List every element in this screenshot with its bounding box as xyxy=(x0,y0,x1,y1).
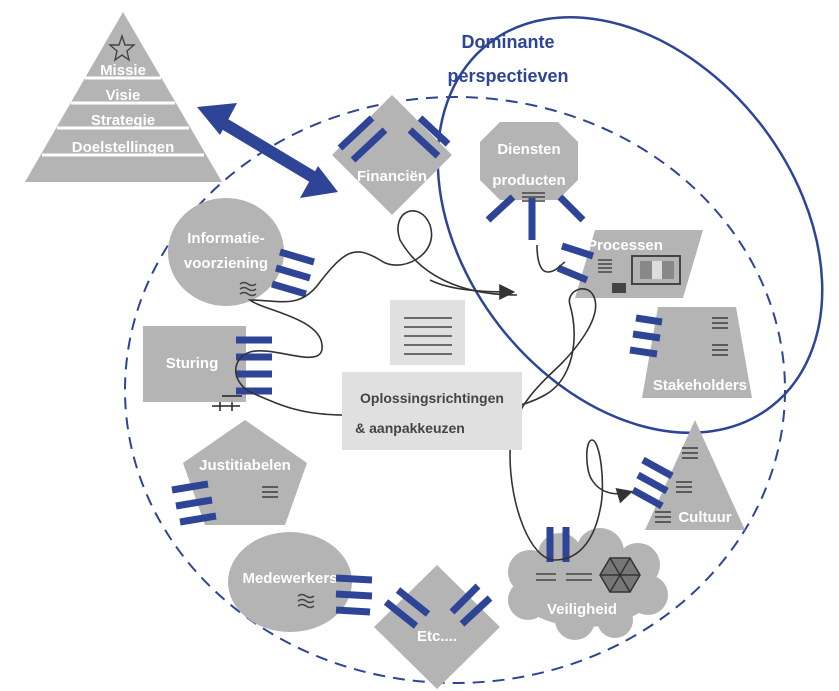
hexagon-icon xyxy=(599,557,641,593)
process-panel-icon xyxy=(631,255,681,285)
label-etc: Etc.... xyxy=(417,628,457,645)
center-label-1: Oplossingsrichtingen xyxy=(360,390,504,406)
node-medewerkers: Medewerkers xyxy=(228,532,373,632)
node-stakeholders: Stakeholders xyxy=(629,307,752,398)
node-etc: Etc.... xyxy=(374,565,500,689)
label-diensten-1: Diensten xyxy=(497,141,560,158)
star-icon xyxy=(108,33,136,62)
label-financien: Financiën xyxy=(357,168,427,185)
label-veiligheid: Veiligheid xyxy=(547,601,617,618)
pyramid: Missie Visie Strategie Doelstellingen xyxy=(25,12,222,182)
wave-icon xyxy=(297,593,315,609)
label-sturing: Sturing xyxy=(166,355,219,372)
node-cultuur: Cultuur xyxy=(631,420,745,530)
label-medewerkers: Medewerkers xyxy=(242,570,337,587)
node-informatievoorziening: Informatie- voorziening xyxy=(168,198,315,306)
pyramid-level-visie: Visie xyxy=(106,87,141,104)
label-info-2: voorziening xyxy=(184,255,268,272)
dashed-circle xyxy=(124,96,786,684)
node-sturing: Sturing xyxy=(143,326,272,411)
document-icon xyxy=(598,259,612,273)
node-veiligheid: Veiligheid xyxy=(508,527,668,640)
node-justitiabelen: Justitiabelen xyxy=(171,420,307,526)
label-stakeholders: Stakeholders xyxy=(653,377,747,394)
document-icon xyxy=(655,447,698,523)
double-arrow xyxy=(197,103,338,198)
ground-icon xyxy=(212,395,242,411)
node-financien: Financiën xyxy=(332,95,452,215)
dominant-ellipse xyxy=(436,15,824,435)
label-processen: Processen xyxy=(587,237,663,254)
dominant-title-1: Dominante xyxy=(461,32,554,52)
label-info-1: Informatie- xyxy=(187,230,265,247)
pyramid-level-doelstellingen: Doelstellingen xyxy=(72,139,175,156)
label-cultuur: Cultuur xyxy=(678,509,731,526)
wave-icon xyxy=(239,281,257,297)
document-icon xyxy=(536,573,592,581)
document-icon xyxy=(712,317,728,356)
pyramid-level-missie: Missie xyxy=(100,62,146,79)
pyramid-level-strategie: Strategie xyxy=(91,112,155,129)
center-box: Oplossingsrichtingen & aanpakkeuzen xyxy=(342,372,522,450)
dominant-title-2: perspectieven xyxy=(447,66,568,86)
label-diensten-2: producten xyxy=(492,172,565,189)
node-processen: Processen xyxy=(556,230,703,298)
label-justitiabelen: Justitiabelen xyxy=(199,457,291,474)
connector-arrow-to-processen xyxy=(429,279,516,300)
document-icon xyxy=(262,486,278,498)
center-document xyxy=(390,300,465,365)
connector-diensten-loop xyxy=(536,244,566,273)
node-diensten: Diensten producten xyxy=(480,122,586,240)
center-label-2: & aanpakkeuzen xyxy=(355,420,465,436)
document-icon xyxy=(404,317,452,355)
